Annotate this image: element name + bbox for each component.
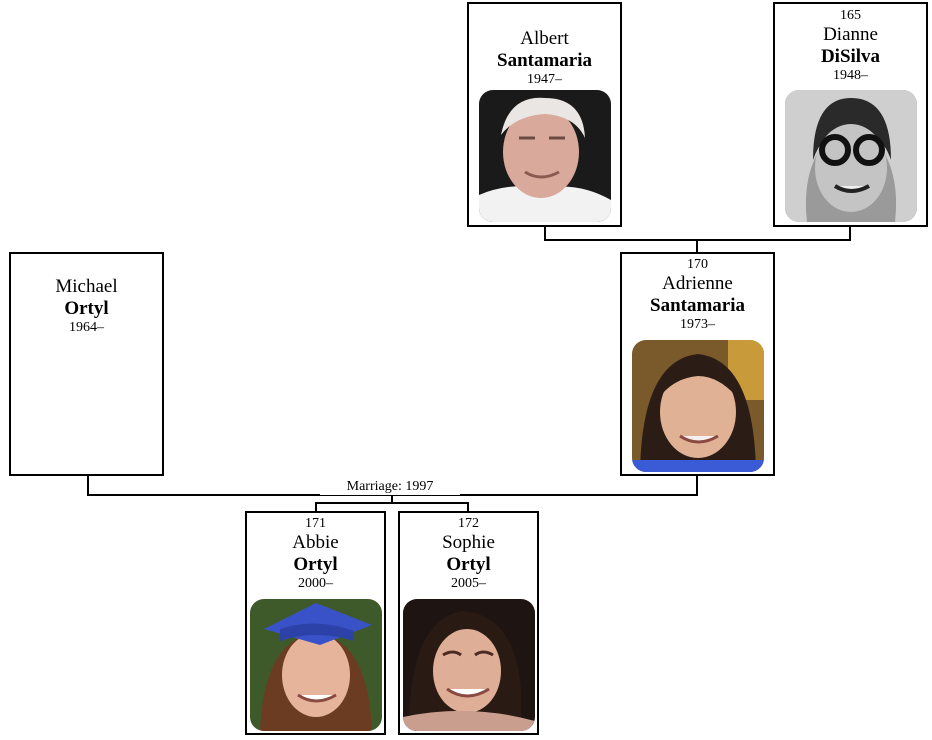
woman-portrait-photo xyxy=(632,340,764,472)
person-number: 171 xyxy=(305,516,326,531)
given-name: Dianne xyxy=(823,24,878,45)
life-years: 1964– xyxy=(69,320,104,335)
given-name: Abbie xyxy=(292,532,339,553)
life-years: 2005– xyxy=(451,576,486,591)
children-connector xyxy=(315,502,469,511)
marriage-label: Marriage: 1997 xyxy=(320,479,460,495)
surname: DiSilva xyxy=(820,46,881,67)
person-number: 170 xyxy=(687,257,708,272)
graduate-cap-photo xyxy=(250,599,382,731)
surname: Santamaria xyxy=(650,295,745,316)
parents-connector-adrienne xyxy=(544,227,851,241)
person-card-dianne[interactable]: 165 Dianne DiSilva 1948– xyxy=(773,2,928,227)
person-card-adrienne[interactable]: 170 Adrienne Santamaria 1973– xyxy=(620,252,775,476)
life-years: 2000– xyxy=(298,576,333,591)
woman-glasses-bw-photo xyxy=(785,90,917,222)
person-card-michael[interactable]: Michael Ortyl 1964– xyxy=(9,252,164,476)
person-card-sophie[interactable]: 172 Sophie Ortyl 2005– xyxy=(398,511,539,735)
surname: Ortyl xyxy=(64,298,109,319)
person-card-abbie[interactable]: 171 Abbie Ortyl 2000– xyxy=(245,511,386,735)
surname: Santamaria xyxy=(497,50,592,71)
given-name: Adrienne xyxy=(662,273,733,294)
given-name: Michael xyxy=(55,276,118,297)
given-name: Sophie xyxy=(442,532,495,553)
elderly-man-photo xyxy=(479,90,611,222)
person-number: 165 xyxy=(840,8,861,23)
life-years: 1948– xyxy=(833,68,868,83)
life-years: 1947– xyxy=(527,72,562,87)
life-years: 1973– xyxy=(680,317,715,332)
surname: Ortyl xyxy=(293,554,338,575)
given-name: Albert xyxy=(520,28,569,49)
surname: Ortyl xyxy=(446,554,491,575)
person-number: 172 xyxy=(458,516,479,531)
girl-smiling-photo xyxy=(403,599,535,731)
person-card-albert[interactable]: Albert Santamaria 1947– xyxy=(467,2,622,227)
